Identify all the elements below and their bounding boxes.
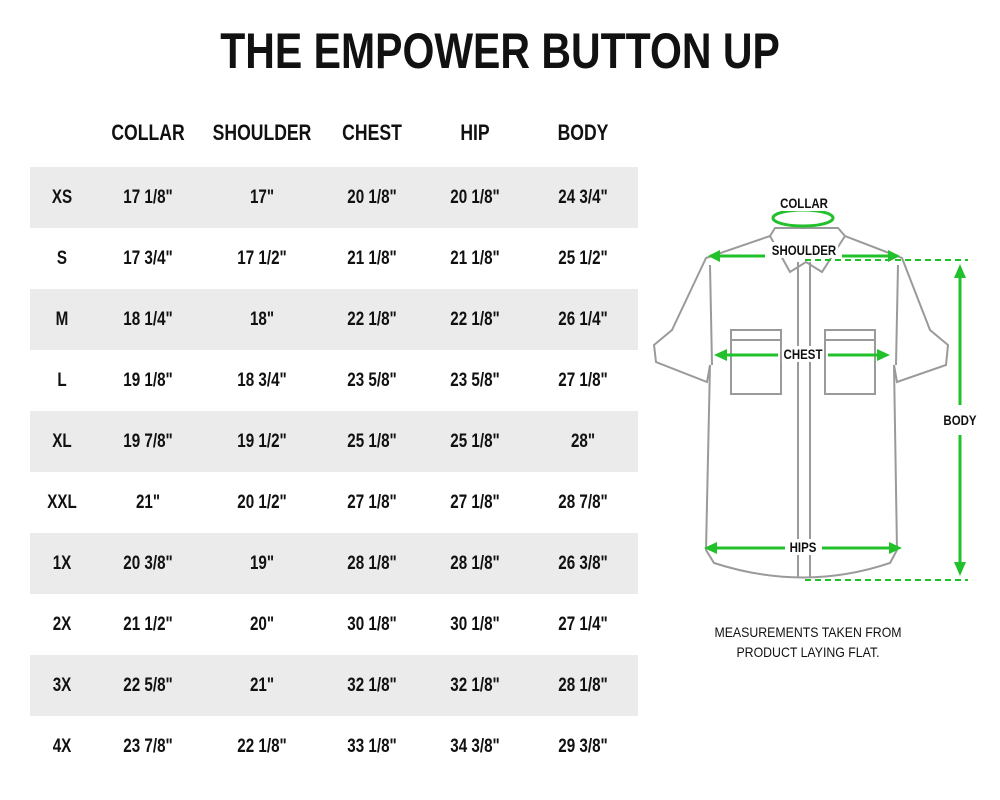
cell-chest: 25 1/8" xyxy=(347,431,397,452)
cell-collar: 17 3/4" xyxy=(123,248,173,269)
size-label: M xyxy=(55,309,69,330)
cell-body: 26 1/4" xyxy=(558,309,608,330)
cell-collar: 19 1/8" xyxy=(123,370,173,391)
cell-body: 27 1/8" xyxy=(558,370,608,391)
cell-collar: 18 1/4" xyxy=(123,309,173,330)
cell-hip: 21 1/8" xyxy=(450,248,500,269)
column-header-body: BODY xyxy=(557,120,609,145)
table-row: XS 17 1/8" 17" 20 1/8" 20 1/8" 24 3/4" xyxy=(30,167,638,228)
table-row: M 18 1/4" 18" 22 1/8" 22 1/8" 26 1/4" xyxy=(30,289,638,350)
table-row: XL 19 7/8" 19 1/2" 25 1/8" 25 1/8" 28" xyxy=(30,411,638,472)
cell-body: 25 1/2" xyxy=(558,248,608,269)
cell-body: 28 1/8" xyxy=(558,675,608,696)
cell-shoulder: 22 1/8" xyxy=(237,736,287,757)
column-header-shoulder: SHOULDER xyxy=(212,120,312,145)
note-line-1: MEASUREMENTS TAKEN FROM xyxy=(714,624,902,640)
cell-hip: 25 1/8" xyxy=(450,431,500,452)
cell-shoulder: 19 1/2" xyxy=(237,431,287,452)
cell-chest: 32 1/8" xyxy=(347,675,397,696)
cell-chest: 20 1/8" xyxy=(347,187,397,208)
table-row: 2X 21 1/2" 20" 30 1/8" 30 1/8" 27 1/4" xyxy=(30,594,638,655)
size-label: XXL xyxy=(47,492,77,513)
cell-collar: 21" xyxy=(135,492,161,513)
cell-body: 29 3/8" xyxy=(558,736,608,757)
cell-shoulder: 18 3/4" xyxy=(237,370,287,391)
table-row: S 17 3/4" 17 1/2" 21 1/8" 21 1/8" 25 1/2" xyxy=(30,228,638,289)
cell-hip: 22 1/8" xyxy=(450,309,500,330)
size-label: S xyxy=(56,248,68,269)
note-line-2: PRODUCT LAYING FLAT. xyxy=(736,644,880,660)
size-label: 3X xyxy=(52,675,72,696)
cell-chest: 28 1/8" xyxy=(347,553,397,574)
cell-collar: 22 5/8" xyxy=(123,675,173,696)
body-label: BODY xyxy=(941,412,979,428)
column-header-collar: COLLAR xyxy=(111,120,185,145)
cell-collar: 19 7/8" xyxy=(123,431,173,452)
shirt-outline xyxy=(652,227,950,579)
page-title: THE EMPOWER BUTTON UP xyxy=(220,23,780,79)
cell-chest: 23 5/8" xyxy=(347,370,397,391)
size-label: XS xyxy=(51,187,73,208)
cell-shoulder: 17" xyxy=(249,187,275,208)
hips-label: HIPS xyxy=(787,539,819,555)
cell-hip: 34 3/8" xyxy=(450,736,500,757)
size-label: 2X xyxy=(52,614,72,635)
cell-body: 28" xyxy=(570,431,596,452)
table-row: 3X 22 5/8" 21" 32 1/8" 32 1/8" 28 1/8" xyxy=(30,655,638,716)
size-label: XL xyxy=(52,431,72,452)
cell-shoulder: 17 1/2" xyxy=(237,248,287,269)
table-row: L 19 1/8" 18 3/4" 23 5/8" 23 5/8" 27 1/8" xyxy=(30,350,638,411)
cell-shoulder: 19" xyxy=(249,553,275,574)
cell-shoulder: 20" xyxy=(249,614,275,635)
table-row: 1X 20 3/8" 19" 28 1/8" 28 1/8" 26 3/8" xyxy=(30,533,638,594)
cell-body: 26 3/8" xyxy=(558,553,608,574)
column-header-chest: CHEST xyxy=(342,120,402,145)
cell-hip: 23 5/8" xyxy=(450,370,500,391)
cell-shoulder: 20 1/2" xyxy=(237,492,287,513)
cell-chest: 30 1/8" xyxy=(347,614,397,635)
cell-hip: 20 1/8" xyxy=(450,187,500,208)
size-label: 4X xyxy=(52,736,72,757)
size-label: L xyxy=(57,370,67,391)
measurement-note: MEASUREMENTS TAKEN FROM PRODUCT LAYING F… xyxy=(702,622,913,662)
table-row: XXL 21" 20 1/2" 27 1/8" 27 1/8" 28 7/8" xyxy=(30,472,638,533)
cell-hip: 30 1/8" xyxy=(450,614,500,635)
cell-collar: 17 1/8" xyxy=(123,187,173,208)
cell-chest: 21 1/8" xyxy=(347,248,397,269)
table-row: 4X 23 7/8" 22 1/8" 33 1/8" 34 3/8" 29 3/8" xyxy=(30,716,638,777)
cell-collar: 23 7/8" xyxy=(123,736,173,757)
cell-body: 24 3/4" xyxy=(558,187,608,208)
cell-shoulder: 21" xyxy=(249,675,275,696)
cell-shoulder: 18" xyxy=(249,309,275,330)
cell-hip: 32 1/8" xyxy=(450,675,500,696)
cell-hip: 27 1/8" xyxy=(450,492,500,513)
shoulder-label: SHOULDER xyxy=(770,242,838,258)
chest-label: CHEST xyxy=(781,346,825,362)
size-label: 1X xyxy=(52,553,72,574)
column-header-hip: HIP xyxy=(460,120,490,145)
cell-chest: 27 1/8" xyxy=(347,492,397,513)
collar-label: COLLAR xyxy=(778,195,830,211)
cell-body: 27 1/4" xyxy=(558,614,608,635)
cell-chest: 33 1/8" xyxy=(347,736,397,757)
cell-hip: 28 1/8" xyxy=(450,553,500,574)
cell-chest: 22 1/8" xyxy=(347,309,397,330)
cell-collar: 20 3/8" xyxy=(123,553,173,574)
cell-body: 28 7/8" xyxy=(558,492,608,513)
cell-collar: 21 1/2" xyxy=(123,614,173,635)
